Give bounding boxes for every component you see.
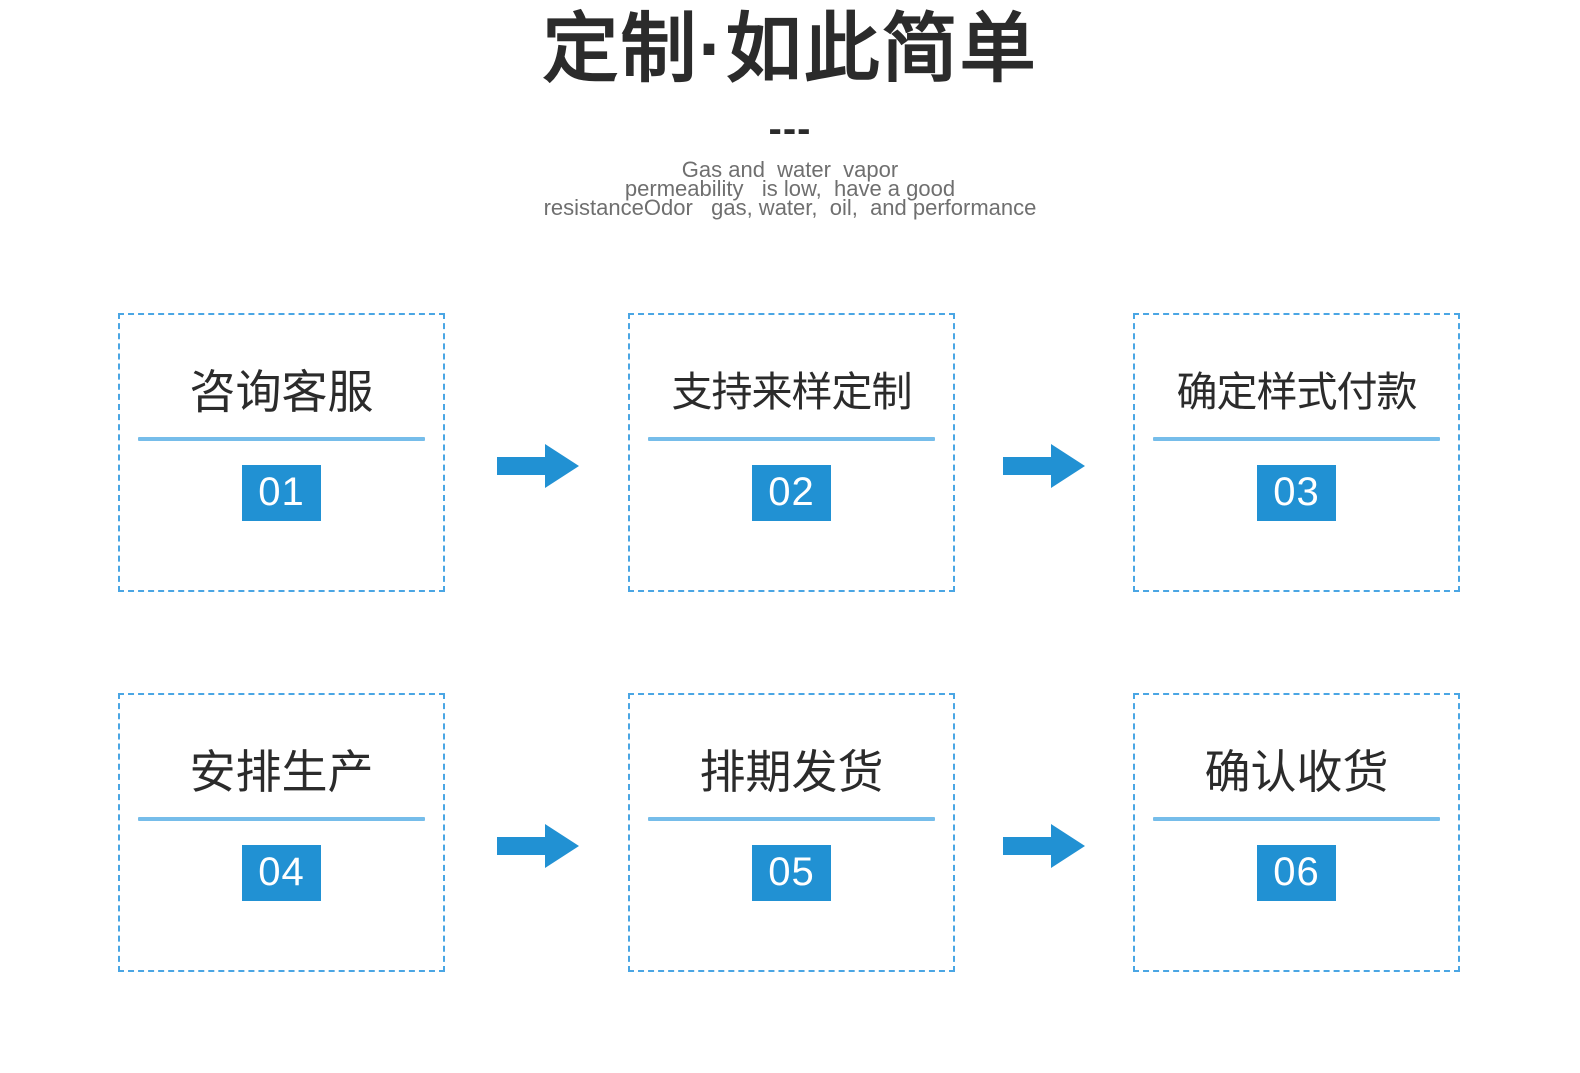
step-badge-row: 06 — [1153, 845, 1440, 901]
step-number-badge: 06 — [1257, 845, 1336, 901]
step-card-body: 咨询客服 01 — [138, 363, 425, 521]
steps-grid: 咨询客服 01 支持来样定制 02 — [0, 313, 1580, 1073]
title-dash-divider: --- — [768, 107, 812, 151]
step-card-body: 确认收货 06 — [1153, 743, 1440, 901]
step-number-badge: 05 — [752, 845, 831, 901]
subtitle-line-2: permeability is low, have a good — [624, 176, 956, 201]
step-title: 确认收货 — [1204, 746, 1389, 798]
step-number-badge: 03 — [1257, 465, 1336, 521]
page-header: 定制·如此简单 --- Gas and water vapor permeabi… — [0, 0, 1580, 220]
subtitle-block: Gas and water vapor permeability is low,… — [0, 157, 1580, 220]
step-divider — [138, 817, 425, 821]
steps-row-1: 咨询客服 01 支持来样定制 02 — [0, 313, 1580, 593]
step-divider — [1153, 817, 1440, 821]
step-title: 支持来样定制 — [671, 369, 913, 415]
arrow-right-icon — [1003, 444, 1085, 488]
step-divider — [648, 437, 935, 441]
step-title: 安排生产 — [189, 746, 374, 798]
step-divider — [648, 817, 935, 821]
step-card-04[interactable]: 安排生产 04 — [118, 693, 445, 972]
step-badge-row: 05 — [648, 845, 935, 901]
step-badge-row: 04 — [138, 845, 425, 901]
step-card-body: 确定样式付款 03 — [1153, 363, 1440, 521]
step-card-06[interactable]: 确认收货 06 — [1133, 693, 1460, 972]
step-title: 咨询客服 — [189, 366, 374, 418]
step-number-badge: 02 — [752, 465, 831, 521]
arrow-right-icon — [497, 444, 579, 488]
subtitle-line-3: resistanceOdor gas, water, oil, and perf… — [543, 195, 1037, 220]
arrow-right-icon — [1003, 824, 1085, 868]
step-card-body: 安排生产 04 — [138, 743, 425, 901]
step-number-badge: 01 — [242, 465, 321, 521]
step-card-01[interactable]: 咨询客服 01 — [118, 313, 445, 592]
step-title: 确定样式付款 — [1176, 369, 1418, 415]
step-card-03[interactable]: 确定样式付款 03 — [1133, 313, 1460, 592]
subtitle-line-1: Gas and water vapor — [681, 157, 899, 182]
step-divider — [138, 437, 425, 441]
step-card-body: 支持来样定制 02 — [648, 363, 935, 521]
step-title: 排期发货 — [699, 746, 884, 798]
steps-row-2: 安排生产 04 排期发货 05 — [0, 693, 1580, 973]
arrow-right-icon — [497, 824, 579, 868]
step-divider — [1153, 437, 1440, 441]
step-card-02[interactable]: 支持来样定制 02 — [628, 313, 955, 592]
step-card-05[interactable]: 排期发货 05 — [628, 693, 955, 972]
step-badge-row: 03 — [1153, 465, 1440, 521]
step-number-badge: 04 — [242, 845, 321, 901]
page-title: 定制·如此简单 — [542, 7, 1038, 92]
step-badge-row: 01 — [138, 465, 425, 521]
step-card-body: 排期发货 05 — [648, 743, 935, 901]
step-badge-row: 02 — [648, 465, 935, 521]
